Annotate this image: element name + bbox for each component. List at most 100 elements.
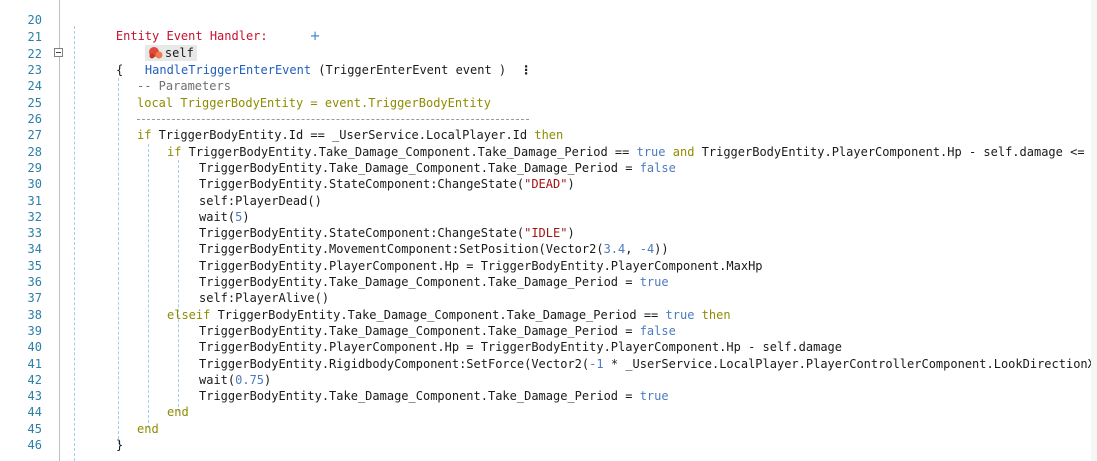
line-number: 33 bbox=[27, 226, 42, 240]
self-reference-chip[interactable]: self bbox=[144, 45, 197, 61]
literal: -1 bbox=[589, 357, 604, 371]
code-line-44: end bbox=[167, 405, 189, 419]
code-text: wait( bbox=[199, 210, 236, 224]
code-text: TriggerBodyEntity.Id == _UserService.Loc… bbox=[151, 128, 535, 142]
keyword: and bbox=[665, 145, 695, 159]
indent-guide bbox=[148, 144, 149, 428]
code-line-25: local TriggerBodyEntity = event.TriggerB… bbox=[137, 95, 491, 111]
line-number: 30 bbox=[27, 177, 42, 191]
keyword: if bbox=[167, 145, 182, 159]
code-line-32: wait(5) bbox=[199, 209, 250, 225]
code-text: TriggerBodyEntity.MovementComponent:SetP… bbox=[199, 242, 604, 256]
code-text: TriggerBodyEntity.Take_Damage_Component.… bbox=[181, 145, 637, 159]
line-number: 37 bbox=[27, 291, 42, 305]
literal: true bbox=[639, 389, 669, 403]
line-number-gutter: 20 21 22 23 24 25 26 27 28 29 30 31 32 3… bbox=[0, 0, 44, 461]
line-number: 32 bbox=[27, 210, 42, 224]
line-number: 36 bbox=[27, 275, 42, 289]
code-line-27: if TriggerBodyEntity.Id == _UserService.… bbox=[137, 127, 563, 143]
code-text: TriggerBodyEntity.Take_Damage_Component.… bbox=[199, 161, 640, 175]
line-number: 26 bbox=[27, 112, 42, 126]
code-line-39: TriggerBodyEntity.Take_Damage_Component.… bbox=[199, 323, 676, 339]
self-entity-icon bbox=[148, 47, 163, 59]
code-line-30: TriggerBodyEntity.StateComponent:ChangeS… bbox=[199, 176, 575, 192]
code-text: TriggerBodyEntity.PlayerComponent.Hp - s… bbox=[694, 145, 1092, 159]
line-number: 23 bbox=[27, 63, 42, 77]
code-text: ) bbox=[242, 210, 250, 224]
literal: false bbox=[639, 161, 676, 175]
code-line-40: TriggerBodyEntity.PlayerComponent.Hp = T… bbox=[199, 340, 842, 354]
code-line-20: Entity Event Handler: + bbox=[87, 12, 321, 44]
fold-line bbox=[59, 57, 60, 461]
code-line-26 bbox=[137, 111, 529, 127]
code-line-29: TriggerBodyEntity.Take_Damage_Component.… bbox=[199, 160, 676, 176]
event-handler-title: Entity Event Handler: bbox=[115, 29, 268, 43]
line-number: 35 bbox=[27, 259, 42, 273]
line-number: 39 bbox=[27, 324, 42, 338]
kebab-menu-icon[interactable]: ⋮ bbox=[520, 63, 533, 77]
function-name[interactable]: HandleTriggerEnterEvent bbox=[144, 63, 312, 77]
line-number: 40 bbox=[27, 340, 42, 354]
literal: true bbox=[665, 308, 695, 322]
string-literal: "DEAD" bbox=[524, 177, 568, 191]
code-line-35: TriggerBodyEntity.PlayerComponent.Hp = T… bbox=[199, 259, 763, 273]
line-number: 41 bbox=[27, 357, 42, 371]
code-line-36: TriggerBodyEntity.Take_Damage_Component.… bbox=[199, 274, 669, 290]
code-line-28: if TriggerBodyEntity.Take_Damage_Compone… bbox=[167, 144, 1097, 160]
code-line-43: TriggerBodyEntity.Take_Damage_Component.… bbox=[199, 388, 669, 404]
code-text: ) bbox=[567, 226, 575, 240]
literal: 5 bbox=[235, 210, 243, 224]
code-text: TriggerBodyEntity.StateComponent:ChangeS… bbox=[199, 177, 525, 191]
code-text: * _UserService.LocalPlayer.PlayerControl… bbox=[603, 357, 1097, 371]
line-number: 22 bbox=[27, 47, 42, 61]
code-text: ) bbox=[264, 373, 272, 387]
code-line-31: self:PlayerDead() bbox=[199, 194, 322, 208]
keyword: then bbox=[534, 128, 564, 142]
code-line-37: self:PlayerAlive() bbox=[199, 291, 330, 305]
code-line-38: elseif TriggerBodyEntity.Take_Damage_Com… bbox=[167, 307, 731, 323]
code-line-21: self bbox=[116, 29, 197, 61]
indent-guide bbox=[178, 160, 179, 412]
code-text: wait( bbox=[199, 373, 236, 387]
line-number: 45 bbox=[27, 422, 42, 436]
code-text: local TriggerBodyEntity = event.TriggerB… bbox=[137, 96, 492, 110]
line-number: 21 bbox=[27, 30, 42, 44]
fold-collapse-icon[interactable] bbox=[54, 48, 63, 57]
fold-line bbox=[59, 0, 60, 48]
code-text: , bbox=[625, 242, 640, 256]
keyword: elseif bbox=[167, 308, 211, 322]
function-params: (TriggerEnterEvent event ) bbox=[311, 63, 507, 77]
code-line-34: TriggerBodyEntity.MovementComponent:SetP… bbox=[199, 241, 669, 257]
code-divider bbox=[137, 119, 529, 120]
line-number: 38 bbox=[27, 308, 42, 322]
code-text: TriggerBodyEntity.Take_Damage_Component.… bbox=[199, 275, 640, 289]
keyword: then bbox=[694, 308, 731, 322]
code-line-23: { bbox=[116, 63, 124, 77]
line-number: 25 bbox=[27, 96, 42, 110]
line-number: 31 bbox=[27, 194, 42, 208]
vertical-scrollbar[interactable] bbox=[1091, 0, 1097, 461]
add-event-button[interactable]: + bbox=[309, 29, 321, 44]
code-line-33: TriggerBodyEntity.StateComponent:ChangeS… bbox=[199, 225, 575, 241]
code-line-45: end bbox=[137, 422, 159, 436]
code-text: TriggerBodyEntity.StateComponent:ChangeS… bbox=[199, 226, 525, 240]
literal: -4 bbox=[639, 242, 655, 256]
line-number: 28 bbox=[27, 145, 42, 159]
literal: 3.4 bbox=[603, 242, 626, 256]
line-number: 24 bbox=[27, 79, 42, 93]
code-text: TriggerBodyEntity.Take_Damage_Component.… bbox=[199, 389, 640, 403]
code-line-46: } bbox=[116, 438, 124, 452]
code-line-22: HandleTriggerEnterEvent (TriggerEnterEve… bbox=[116, 46, 532, 77]
literal: true bbox=[639, 275, 669, 289]
line-number: 43 bbox=[27, 389, 42, 403]
line-number: 34 bbox=[27, 242, 42, 256]
code-text: ) bbox=[567, 177, 575, 191]
literal: false bbox=[639, 324, 676, 338]
code-text: TriggerBodyEntity.Take_Damage_Component.… bbox=[199, 324, 640, 338]
code-line-42: wait(0.75) bbox=[199, 372, 271, 388]
indent-guide bbox=[118, 78, 119, 444]
literal: 0.75 bbox=[235, 373, 265, 387]
line-number: 42 bbox=[27, 373, 42, 387]
line-number: 44 bbox=[27, 405, 42, 419]
